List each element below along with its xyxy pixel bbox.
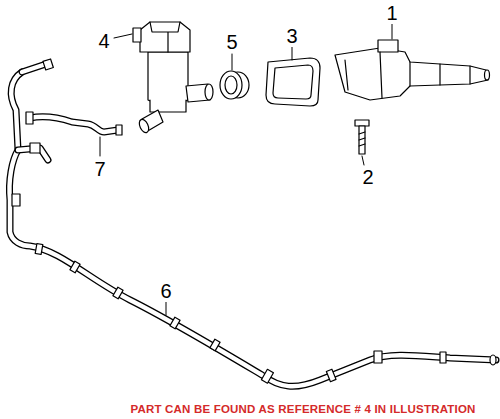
washer-pump <box>133 22 213 134</box>
hose-end <box>490 355 496 365</box>
hose-branch-outline <box>18 64 48 160</box>
hose-clip <box>326 369 336 381</box>
leader-line <box>292 47 293 60</box>
callout-number: 7 <box>92 158 107 180</box>
callout-number: 3 <box>284 25 299 47</box>
callout-number: 1 <box>384 2 399 24</box>
hose-clip <box>261 369 273 383</box>
pump-detail <box>150 22 180 52</box>
short-hose <box>26 112 122 135</box>
hose-fitting <box>116 125 122 135</box>
hose-outline <box>9 72 496 386</box>
hose-clip <box>210 339 220 351</box>
bolt <box>355 120 369 154</box>
leader-line <box>392 24 393 39</box>
seal-inner <box>273 65 313 99</box>
hose-fitting <box>12 194 20 206</box>
nozzle-body <box>335 48 488 100</box>
grommet-front <box>220 71 242 99</box>
hose-fitting <box>43 59 53 70</box>
callout-number: 5 <box>224 31 239 53</box>
seal <box>266 58 320 106</box>
reference-note: PART CAN BE FOUND AS REFERENCE # 4 IN IL… <box>128 403 477 416</box>
leader-line <box>232 54 233 70</box>
hose-clip <box>170 317 180 329</box>
callout-number: 6 <box>158 280 173 302</box>
leader-line <box>362 156 364 165</box>
hose-fitting <box>30 143 40 153</box>
leader-lines <box>100 24 392 315</box>
pump-base <box>150 100 186 112</box>
callout-number: 2 <box>360 166 375 188</box>
nozzle-tip <box>485 70 490 80</box>
nozzle-detail <box>345 52 470 98</box>
bolt-thread <box>359 132 365 146</box>
bolt-head <box>355 120 369 126</box>
leader-line <box>114 34 132 38</box>
washer-nozzle <box>335 40 490 100</box>
seal-outline <box>266 58 320 106</box>
hose-inner <box>30 117 118 132</box>
nozzle-top <box>378 40 398 52</box>
grommet <box>220 71 249 99</box>
grommet-hole <box>225 76 237 94</box>
hose-inner <box>9 72 496 386</box>
hose-clip <box>35 244 43 255</box>
bolt-shaft <box>359 126 365 154</box>
hose-branch-inner <box>18 64 48 160</box>
washer-hose <box>9 59 496 386</box>
pump-connector <box>140 22 190 52</box>
pump-body <box>148 52 188 105</box>
hose-outline <box>30 117 118 132</box>
hose-clip <box>113 287 123 299</box>
callout-number: 4 <box>96 30 111 52</box>
pump-outlet-end <box>205 84 213 100</box>
leader-line <box>100 137 101 156</box>
hose-fitting <box>26 112 33 124</box>
pump-inlet-end <box>137 118 150 134</box>
leader-line <box>166 302 167 315</box>
hose-clip <box>70 261 80 273</box>
hose-clip <box>440 352 446 363</box>
hose-clip <box>374 351 382 363</box>
pump-connector-tab <box>133 28 141 42</box>
